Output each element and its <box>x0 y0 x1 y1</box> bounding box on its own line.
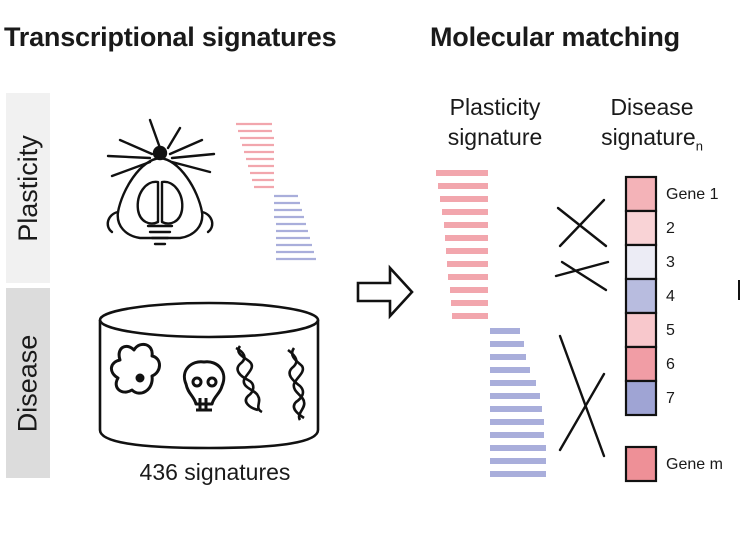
down-bar-3 <box>490 354 526 360</box>
gene-label-4: 4 <box>666 288 675 305</box>
mouse-head-icon <box>106 118 216 246</box>
dna-helix-icon-left <box>235 345 263 414</box>
disease-signature-line1: Disease <box>610 94 694 120</box>
up-bar-11 <box>451 300 488 306</box>
dna-helix-icon-right <box>287 347 306 421</box>
up-bar-12 <box>452 313 488 319</box>
down-bar-9 <box>490 432 544 438</box>
gene-label-7: 7 <box>666 390 675 407</box>
plasticity-mini-up-bars <box>236 122 274 189</box>
down-bar-5 <box>490 380 536 386</box>
gene-box-m <box>624 445 658 483</box>
plasticity-signature-up-bars <box>436 170 488 319</box>
hollow-right-arrow-icon <box>356 264 414 320</box>
down-bar-8 <box>490 419 544 425</box>
up-bar-2 <box>438 183 488 189</box>
disease-signature-line2: signature <box>601 124 696 150</box>
up-bar-9 <box>448 274 488 280</box>
gene-box-5 <box>624 311 658 349</box>
plasticity-signature-title: Plasticity signature <box>420 92 570 152</box>
disease-signature-subscript: n <box>695 138 703 154</box>
down-bar-1 <box>490 328 520 334</box>
gene-box-7 <box>624 379 658 417</box>
up-bar-6 <box>445 235 488 241</box>
gene-label-5: 5 <box>666 322 675 339</box>
up-bar-4 <box>442 209 488 215</box>
disease-signature-column <box>624 175 658 483</box>
gene-label-m: Gene m <box>666 456 723 473</box>
up-bar-5 <box>444 222 488 228</box>
gene-label-6: 6 <box>666 356 675 373</box>
down-bar-4 <box>490 367 530 373</box>
plasticity-side-label: Plasticity <box>6 93 50 283</box>
gene-label-2: 2 <box>666 220 675 237</box>
gene-box-4 <box>624 277 658 315</box>
up-bar-3 <box>440 196 488 202</box>
molecular-matching-heading: Molecular matching <box>430 22 680 52</box>
down-bar-2 <box>490 341 524 347</box>
up-bar-8 <box>447 261 488 267</box>
up-bar-1 <box>436 170 488 176</box>
gene-label-3: 3 <box>666 254 675 271</box>
down-bar-10 <box>490 445 546 451</box>
down-bar-11 <box>490 458 546 464</box>
disease-side-label: Disease <box>6 288 50 478</box>
signature-count-caption: 436 signatures <box>139 459 291 485</box>
plasticity-signature-down-bars <box>490 328 546 477</box>
up-bar-10 <box>450 287 488 293</box>
gene-box-2 <box>624 209 658 247</box>
plasticity-signature-line2: signature <box>447 124 543 150</box>
up-bar-7 <box>446 248 488 254</box>
database-cylinder-icon <box>98 301 320 450</box>
cell-icon <box>110 342 161 395</box>
gene-box-3 <box>624 243 658 281</box>
plasticity-mini-down-bars <box>274 194 316 261</box>
down-bar-7 <box>490 406 542 412</box>
down-bar-12 <box>490 471 546 477</box>
gene-box-6 <box>624 345 658 383</box>
disease-signature-title: Disease signaturen <box>572 92 732 162</box>
gene-label-1: Gene 1 <box>666 186 719 203</box>
plasticity-signature-line1: Plasticity <box>449 94 541 120</box>
matching-lines <box>554 198 610 458</box>
skull-icon <box>183 360 226 412</box>
gene-box-1 <box>624 175 658 213</box>
down-bar-6 <box>490 393 540 399</box>
transcriptional-signatures-heading: Transcriptional signatures <box>4 22 337 52</box>
